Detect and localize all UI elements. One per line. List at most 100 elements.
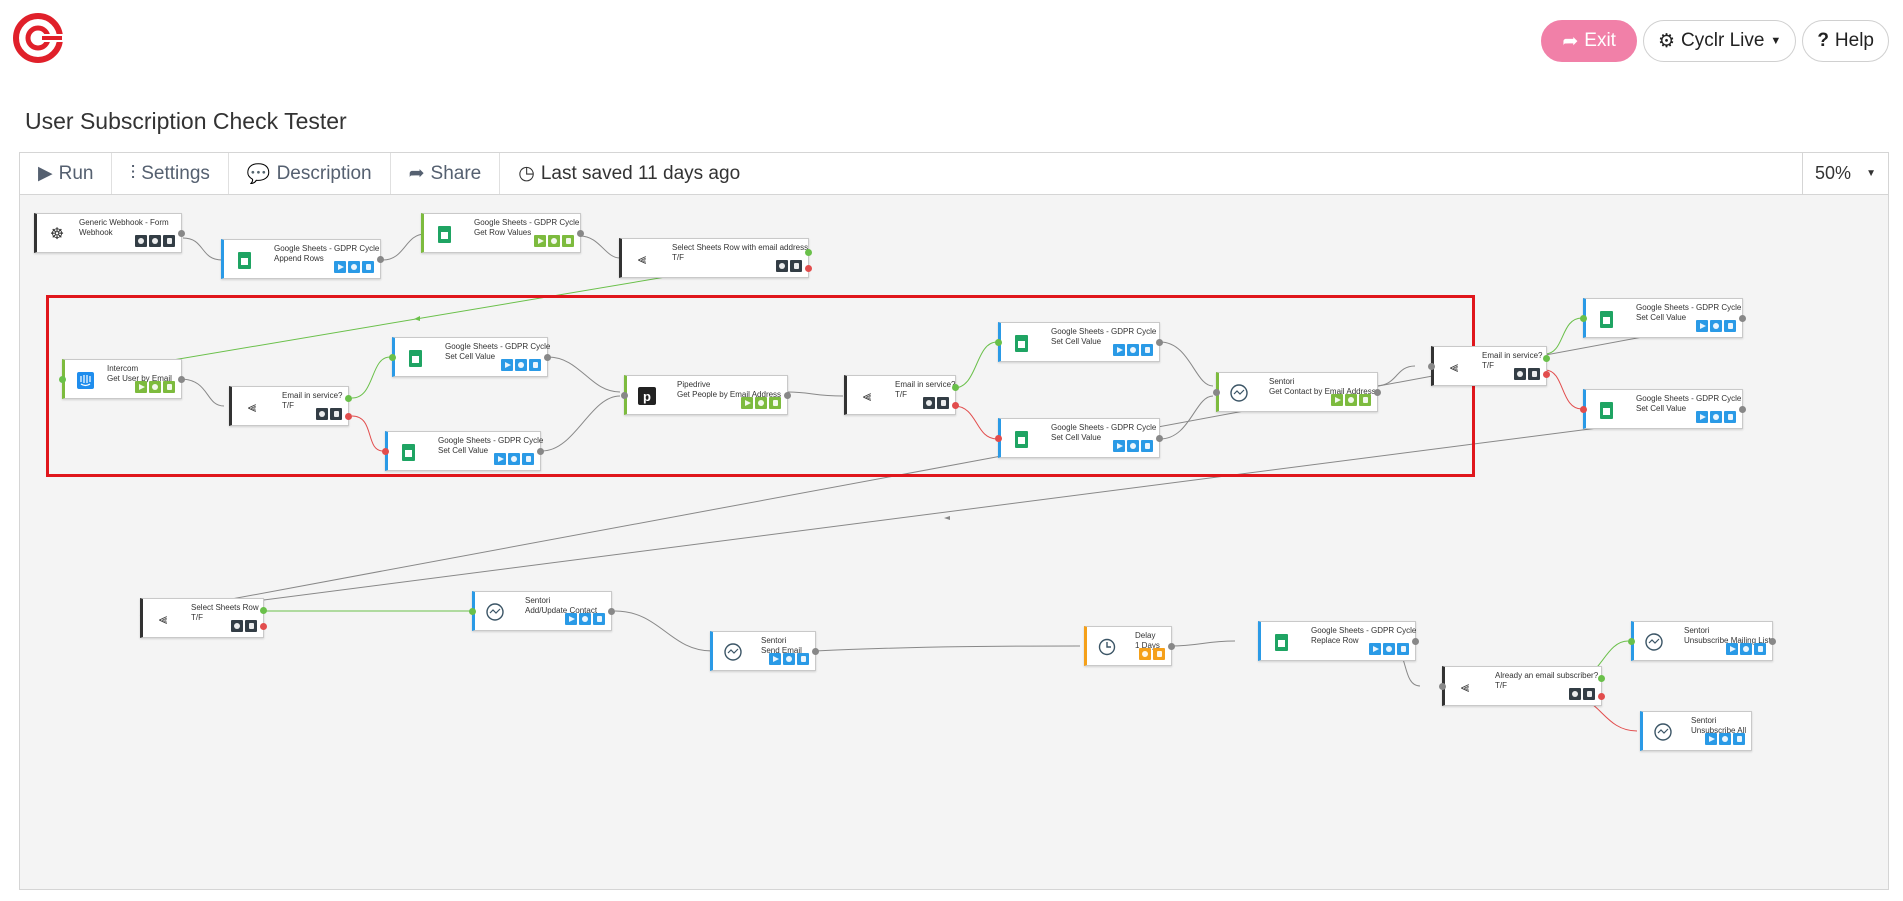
delete-icon[interactable] bbox=[362, 261, 374, 273]
delete-icon[interactable] bbox=[163, 381, 175, 393]
delete-icon[interactable] bbox=[593, 613, 605, 625]
true-port[interactable] bbox=[345, 395, 352, 402]
play-icon[interactable] bbox=[1331, 394, 1343, 406]
output-port[interactable] bbox=[577, 230, 584, 237]
delete-icon[interactable] bbox=[1583, 688, 1595, 700]
output-port[interactable] bbox=[784, 392, 791, 399]
description-button[interactable]: 💬 Description bbox=[229, 153, 391, 194]
delete-icon[interactable] bbox=[1733, 733, 1745, 745]
output-port[interactable] bbox=[377, 256, 384, 263]
input-port[interactable] bbox=[469, 608, 476, 615]
delete-icon[interactable] bbox=[1724, 320, 1736, 332]
delete-icon[interactable] bbox=[330, 408, 342, 420]
settings-icon[interactable] bbox=[1345, 394, 1357, 406]
play-icon[interactable] bbox=[741, 397, 753, 409]
output-port[interactable] bbox=[1156, 435, 1163, 442]
input-port[interactable] bbox=[995, 339, 1002, 346]
settings-icon[interactable] bbox=[1139, 648, 1151, 660]
play-icon[interactable] bbox=[769, 653, 781, 665]
play-icon[interactable] bbox=[1369, 643, 1381, 655]
delete-icon[interactable] bbox=[245, 620, 257, 632]
settings-icon[interactable] bbox=[1740, 643, 1752, 655]
input-port[interactable] bbox=[389, 354, 396, 361]
settings-icon[interactable] bbox=[776, 260, 788, 272]
settings-icon[interactable] bbox=[515, 359, 527, 371]
settings-icon[interactable] bbox=[1710, 320, 1722, 332]
true-port[interactable] bbox=[952, 384, 959, 391]
input-port[interactable] bbox=[1628, 638, 1635, 645]
delete-icon[interactable] bbox=[797, 653, 809, 665]
delete-icon[interactable] bbox=[522, 453, 534, 465]
delete-icon[interactable] bbox=[1724, 411, 1736, 423]
settings-icon[interactable] bbox=[548, 235, 560, 247]
false-port[interactable] bbox=[260, 623, 267, 630]
delete-icon[interactable] bbox=[769, 397, 781, 409]
input-port[interactable] bbox=[59, 376, 66, 383]
input-port[interactable] bbox=[1428, 363, 1435, 370]
settings-icon[interactable] bbox=[1127, 344, 1139, 356]
settings-icon[interactable] bbox=[1719, 733, 1731, 745]
false-port[interactable] bbox=[805, 265, 812, 272]
step-email-in-service-1[interactable]: ⫷ Email in service?T/F bbox=[229, 386, 352, 426]
false-port[interactable] bbox=[1543, 371, 1550, 378]
false-port[interactable] bbox=[1598, 693, 1605, 700]
exit-button[interactable]: ➦ Exit bbox=[1541, 20, 1637, 62]
output-port[interactable] bbox=[608, 608, 615, 615]
delete-icon[interactable] bbox=[529, 359, 541, 371]
false-port[interactable] bbox=[345, 413, 352, 420]
false-port[interactable] bbox=[952, 402, 959, 409]
output-port[interactable] bbox=[1412, 638, 1419, 645]
play-icon[interactable] bbox=[1696, 411, 1708, 423]
delete-icon[interactable] bbox=[790, 260, 802, 272]
output-port[interactable] bbox=[1168, 643, 1175, 650]
delete-icon[interactable] bbox=[1141, 344, 1153, 356]
delete-icon[interactable] bbox=[937, 397, 949, 409]
play-icon[interactable] bbox=[1113, 440, 1125, 452]
input-port[interactable] bbox=[621, 392, 628, 399]
input-port[interactable] bbox=[995, 435, 1002, 442]
output-port[interactable] bbox=[537, 448, 544, 455]
chart-icon[interactable] bbox=[149, 235, 161, 247]
settings-icon[interactable] bbox=[348, 261, 360, 273]
output-port[interactable] bbox=[1739, 315, 1746, 322]
settings-icon[interactable] bbox=[1127, 440, 1139, 452]
delete-icon[interactable] bbox=[163, 235, 175, 247]
environment-dropdown[interactable]: ⚙ Cyclr Live ▼ bbox=[1642, 20, 1797, 62]
input-port[interactable] bbox=[1580, 406, 1587, 413]
output-port[interactable] bbox=[178, 376, 185, 383]
output-port[interactable] bbox=[1769, 638, 1776, 645]
play-icon[interactable] bbox=[501, 359, 513, 371]
true-port[interactable] bbox=[260, 607, 267, 614]
settings-icon[interactable] bbox=[1383, 643, 1395, 655]
settings-icon[interactable] bbox=[135, 235, 147, 247]
share-button[interactable]: ➦ Share bbox=[391, 153, 501, 194]
settings-icon[interactable] bbox=[1569, 688, 1581, 700]
play-icon[interactable] bbox=[334, 261, 346, 273]
settings-icon[interactable] bbox=[579, 613, 591, 625]
input-port[interactable] bbox=[382, 448, 389, 455]
settings-icon[interactable] bbox=[508, 453, 520, 465]
settings-icon[interactable] bbox=[1514, 368, 1526, 380]
settings-icon[interactable] bbox=[149, 381, 161, 393]
delete-icon[interactable] bbox=[562, 235, 574, 247]
step-email-in-service-2[interactable]: ⫷ Email in service?T/F bbox=[844, 375, 959, 415]
output-port[interactable] bbox=[812, 648, 819, 655]
settings-icon[interactable] bbox=[755, 397, 767, 409]
output-port[interactable] bbox=[544, 354, 551, 361]
settings-icon[interactable] bbox=[231, 620, 243, 632]
delete-icon[interactable] bbox=[1754, 643, 1766, 655]
